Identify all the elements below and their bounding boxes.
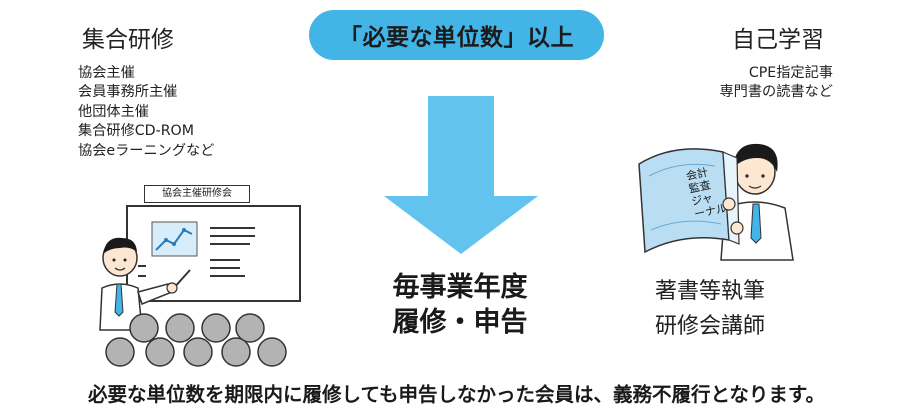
reader-icon — [720, 143, 794, 261]
board-chart-icon — [151, 221, 198, 257]
footer-note: 必要な単位数を期限内に履修しても申告しなかった会員は、義務不履行となります。 — [88, 383, 825, 406]
authorship-lecturer-list: 著書等執筆 研修会講師 — [655, 274, 765, 344]
board-text-lines — [138, 227, 255, 277]
down-arrow-icon — [384, 96, 538, 254]
group-training-list: 協会主催 会員事務所主催 他団体主催 集合研修CD-ROM 協会eラーニングなど — [78, 64, 214, 161]
list-item: 著書等執筆 — [655, 279, 766, 304]
presenter-icon — [99, 237, 178, 331]
center-line: 履修・申告 — [392, 307, 528, 338]
banner-text: 「必要な単位数」以上 — [339, 25, 574, 51]
list-item: 専門書の読書など — [719, 84, 833, 101]
list-item: 他団体主催 — [78, 103, 149, 120]
list-item: 集合研修CD-ROM — [78, 123, 194, 140]
reader-illustration: 会計 監査 ジャ ーナル — [638, 143, 794, 261]
group-training-title: 集合研修 — [82, 27, 174, 53]
center-line: 毎事業年度 — [392, 272, 528, 303]
seminar-illustration — [99, 205, 301, 367]
self-study-title: 自己学習 — [732, 27, 824, 53]
magazine-icon: 会計 監査 ジャ ーナル — [638, 148, 744, 254]
list-item: 会員事務所主催 — [78, 84, 178, 101]
requirement-banner: 「必要な単位数」以上 — [309, 10, 604, 60]
annual-report-label: 毎事業年度 履修・申告 — [385, 270, 535, 340]
list-item: 協会主催 — [78, 65, 135, 81]
list-item: 研修会講師 — [655, 314, 766, 339]
audience-icon — [105, 313, 287, 367]
self-study-list: CPE指定記事 専門書の読書など — [719, 64, 833, 103]
list-item: CPE指定記事 — [748, 65, 833, 81]
list-item: 協会eラーニングなど — [78, 142, 215, 159]
board-label: 協会主催研修会 — [144, 185, 250, 203]
